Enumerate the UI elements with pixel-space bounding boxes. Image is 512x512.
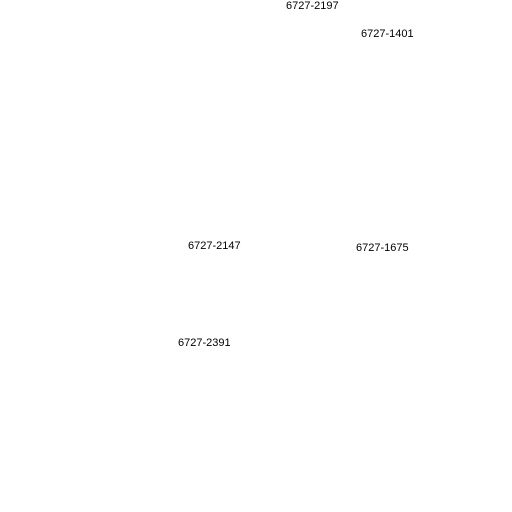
parcel-label: 6727-1401 [361, 28, 414, 40]
parcel-label: 6727-2197 [286, 0, 339, 12]
parcel-label: 6727-2391 [178, 337, 231, 349]
parcel-label: 6727-1675 [356, 242, 409, 254]
parcel-label: 6727-2147 [188, 240, 241, 252]
